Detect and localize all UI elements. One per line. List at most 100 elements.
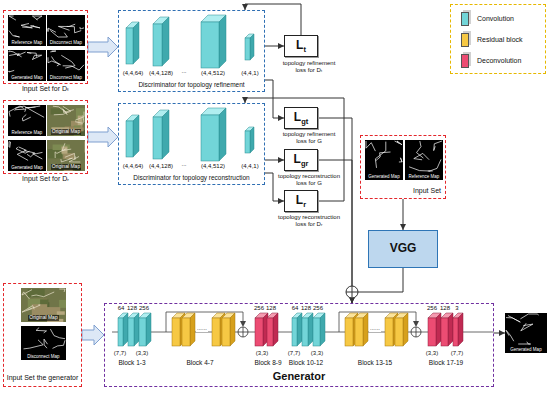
dimension-label: 64 xyxy=(118,305,125,312)
text-holder: Reference Map xyxy=(8,40,46,45)
block-top xyxy=(428,313,441,318)
dimension-label: (7,7) xyxy=(451,350,463,357)
block-top xyxy=(345,313,358,318)
block-side xyxy=(220,313,225,346)
sum-junction xyxy=(346,286,358,298)
loss-symbol: L xyxy=(294,111,301,125)
loss-subscript: gt xyxy=(301,118,308,127)
sum-cross xyxy=(346,292,358,293)
dimension-label: (7,7) xyxy=(114,350,126,357)
text-holder: Lt xyxy=(296,39,306,53)
block-top xyxy=(313,313,325,318)
thumbnail-label: Disconnect Map xyxy=(47,40,85,45)
block-top xyxy=(153,17,169,24)
dimension-label: Block 17-19 xyxy=(429,359,463,366)
road-line xyxy=(366,141,375,151)
connector-line xyxy=(352,268,403,303)
thumbnail-label: Original Map xyxy=(51,129,81,135)
connector xyxy=(400,199,406,230)
discriminator-box: Discriminator for topology reconstructio… xyxy=(118,103,265,185)
sum-cross xyxy=(416,327,417,337)
block-side xyxy=(458,313,463,346)
block-side xyxy=(448,313,453,346)
block-front xyxy=(126,28,133,64)
block-front xyxy=(255,318,263,346)
road-line xyxy=(53,106,67,113)
block-front xyxy=(118,318,123,346)
block-side xyxy=(134,313,139,346)
loss-box: Lt xyxy=(284,35,318,57)
block-side xyxy=(180,313,185,346)
legend-row: Convolution xyxy=(461,11,514,27)
loss-symbol: L xyxy=(296,194,303,208)
block-3d xyxy=(441,313,453,346)
connector-line xyxy=(403,199,404,230)
block-side xyxy=(436,313,441,346)
road-line xyxy=(9,16,16,20)
dimension-label: Block 10-12 xyxy=(289,359,323,366)
text-holder: Generated Map xyxy=(505,347,547,352)
block-front xyxy=(222,318,230,346)
node-label: Input Set the generator xyxy=(6,374,79,382)
connector-line xyxy=(318,118,352,303)
connector xyxy=(318,118,355,303)
connector xyxy=(494,330,505,336)
block-3d xyxy=(201,15,226,68)
sum-cross xyxy=(411,332,421,333)
block-3d xyxy=(222,313,235,346)
dimension-label: 3 xyxy=(455,305,458,312)
loss-caption: topology refinement loss for G xyxy=(277,131,341,145)
legend-row: Deconvolution xyxy=(461,53,521,69)
dimension-label: (3,3) xyxy=(311,350,323,357)
block-side xyxy=(230,313,235,346)
text-holder: Generated Map xyxy=(8,75,46,80)
block-3d xyxy=(395,313,408,346)
road-line xyxy=(54,106,71,115)
road-line xyxy=(521,323,533,331)
block-top xyxy=(385,313,398,318)
block-side xyxy=(250,127,254,153)
dimension-label: 128 xyxy=(301,305,311,312)
dimension-label: 256 xyxy=(254,305,264,312)
text-holder: Lr xyxy=(296,194,306,208)
block-3d xyxy=(201,108,226,161)
block-top xyxy=(245,34,254,38)
block-front xyxy=(153,24,162,66)
map-thumbnail: Generated Map xyxy=(365,140,403,180)
dimension-label: (7,7) xyxy=(288,350,300,357)
road-line xyxy=(65,153,76,159)
block-front xyxy=(385,318,393,346)
road-line xyxy=(409,167,430,171)
hollow-arrow xyxy=(88,37,118,57)
road-line xyxy=(395,141,402,145)
loss-box: Lgr xyxy=(284,149,318,171)
road-line xyxy=(50,51,56,53)
node-label: Discriminator for topology refinement xyxy=(119,81,264,88)
road-line xyxy=(430,159,441,171)
dimension-label: Block 4-7 xyxy=(186,359,213,366)
legend-swatch xyxy=(461,33,469,47)
dimension-label: ...... xyxy=(369,325,381,332)
road-line xyxy=(50,329,65,339)
road-line xyxy=(518,342,530,344)
road-line xyxy=(50,31,67,38)
vgg-box: VGG xyxy=(368,230,438,268)
terrain-patch xyxy=(28,289,45,297)
block-3d xyxy=(313,313,325,346)
block-front xyxy=(139,318,146,346)
block-top xyxy=(128,313,139,318)
connector xyxy=(265,43,284,49)
road-line xyxy=(25,106,40,108)
block-3d xyxy=(153,110,169,159)
dimension-label: ... xyxy=(181,161,186,168)
block-3d xyxy=(453,313,463,346)
road-line xyxy=(61,158,73,162)
block-3d xyxy=(255,313,268,346)
block-top xyxy=(267,313,278,318)
road-line xyxy=(506,316,520,323)
road-line xyxy=(61,55,75,68)
road-line xyxy=(33,152,43,159)
block-front xyxy=(345,318,353,346)
loss-symbol: L xyxy=(294,153,301,167)
